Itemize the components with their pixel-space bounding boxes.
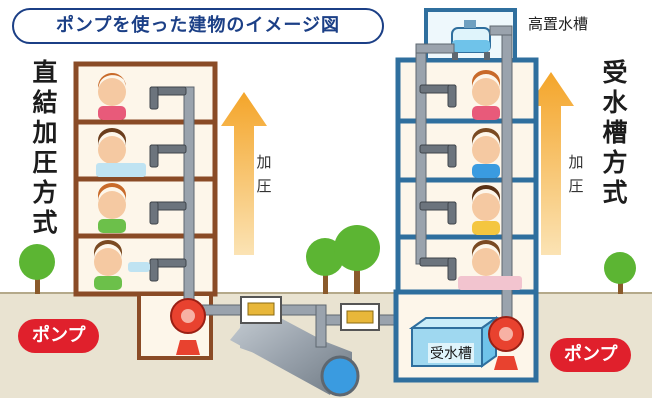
right-system-label: 受水槽方式 [602, 58, 628, 207]
main-pipe [230, 306, 360, 397]
pressure-arrow-left [221, 92, 267, 255]
diagram-title: ポンプを使った建物のイメージ図 [12, 8, 384, 44]
meter-box-right [340, 303, 380, 331]
left-residents [94, 72, 150, 290]
left-faucets [149, 86, 187, 282]
right-residents [458, 70, 522, 290]
reservoir-label: 受水槽 [428, 343, 474, 363]
tree-left [19, 244, 55, 294]
right-arrow-label: 加圧 [568, 153, 584, 195]
pump-right [488, 316, 524, 370]
meter-box-left [240, 296, 282, 324]
right-downfeed-pipe [415, 43, 427, 265]
pump-tag-left: ポンプ [18, 319, 100, 353]
pressure-arrow-right [528, 72, 574, 255]
pump-tag-right: ポンプ [550, 338, 632, 372]
elevated-tank [451, 20, 491, 60]
left-arrow-label: 加圧 [256, 153, 272, 195]
left-system-label: 直結加圧方式 [32, 58, 58, 237]
pump-left [170, 298, 206, 355]
tree-right [604, 252, 636, 294]
left-riser-pipe [183, 86, 195, 310]
elevated-tank-label: 高置水槽 [528, 15, 589, 33]
right-faucets [419, 84, 457, 281]
tree-mid-2 [334, 225, 380, 294]
